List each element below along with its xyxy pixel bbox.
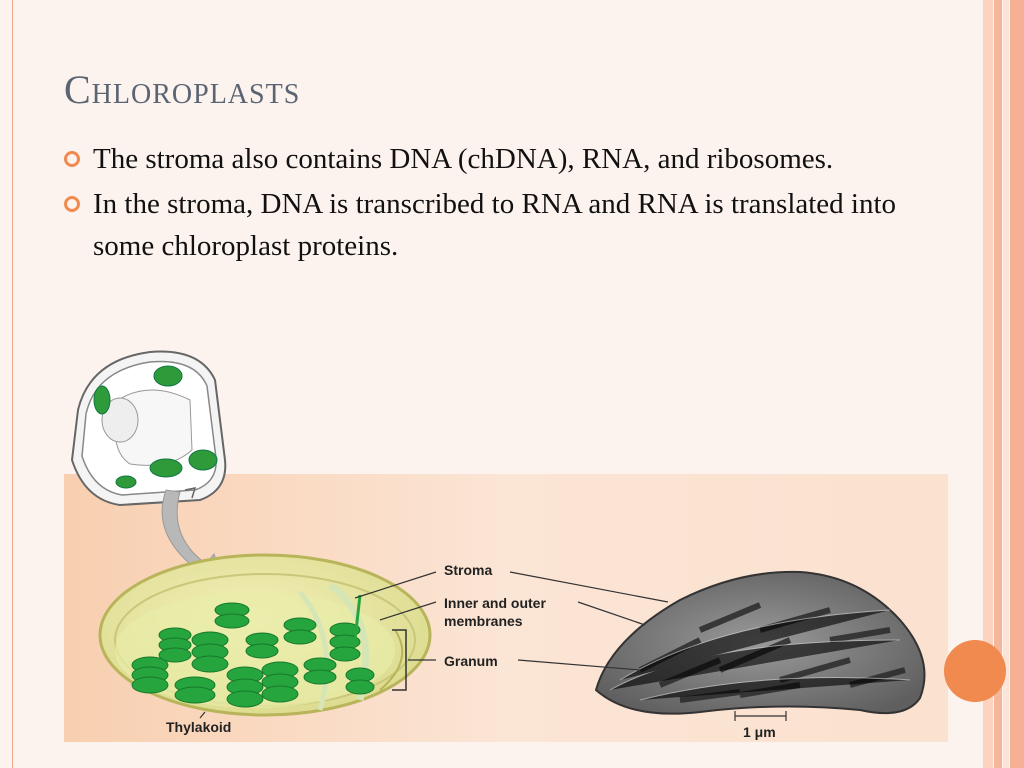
label-membranes-line2: membranes [444,613,523,629]
bullet-item-1: The stroma also contains DNA (chDNA), RN… [64,138,904,180]
electron-micrograph [594,570,926,715]
label-membranes-line1: Inner and outer [444,595,546,611]
right-stripe-pale [983,0,993,768]
bullet-list: The stroma also contains DNA (chDNA), RN… [64,138,904,270]
bullet-circle-icon [64,151,80,167]
label-thylakoid: Thylakoid [166,719,231,735]
right-stripe-salmon [1010,0,1024,768]
chloroplast-figure: Stroma Inner and outer membranes Granum … [64,350,948,742]
right-stripe-light [1003,0,1009,768]
label-granum: Granum [444,653,498,669]
label-leader-lines [199,571,787,721]
plant-cell-icon [70,350,227,507]
chloroplast-illustration [98,553,432,717]
bullet-text-2: In the stroma, DNA is transcribed to RNA… [93,188,897,262]
bullet-item-2: In the stroma, DNA is transcribed to RNA… [64,183,904,267]
decorative-orange-circle [944,640,1006,702]
left-frame-line [12,0,13,768]
grana-stacks [131,602,375,708]
right-stripe-peach [994,0,1002,768]
bullet-text-1: The stroma also contains DNA (chDNA), RN… [93,143,834,175]
bullet-circle-icon [64,196,80,212]
label-stroma: Stroma [444,562,492,578]
page-title: Chloroplasts [64,67,301,112]
label-scale-bar: 1 μm [743,724,776,740]
